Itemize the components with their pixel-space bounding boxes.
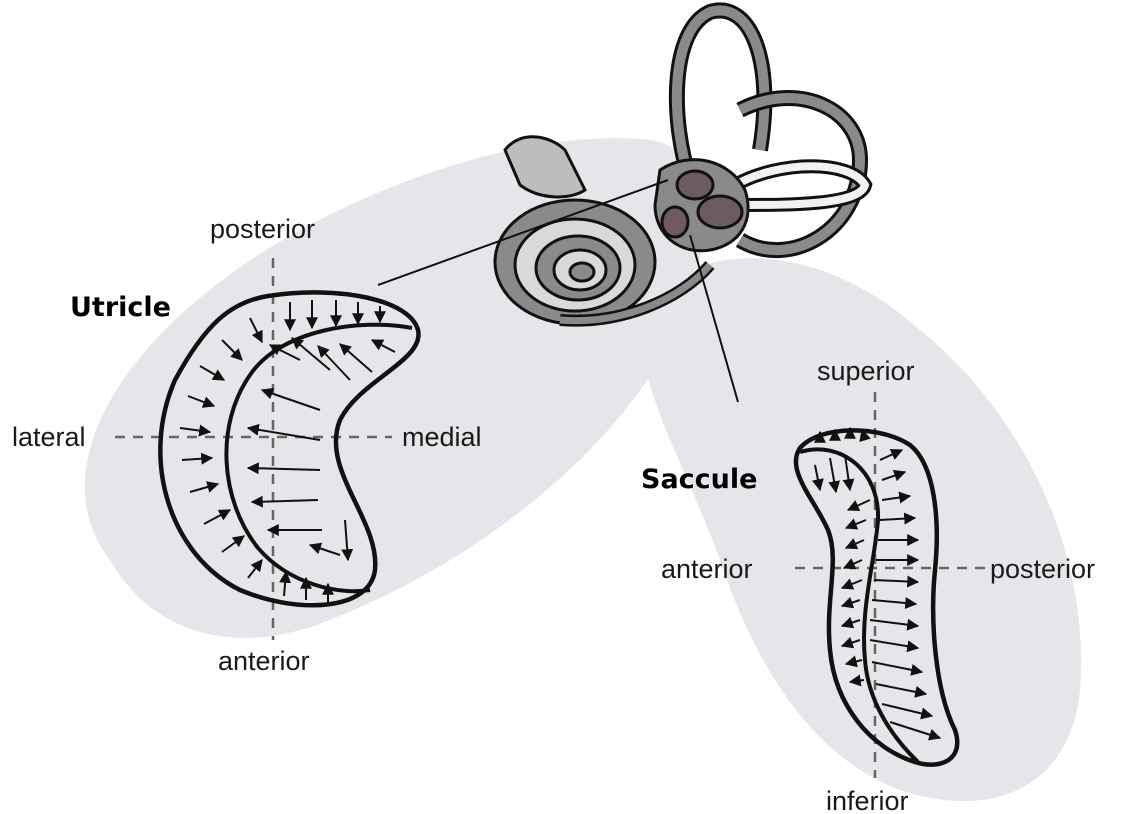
saccule-axis-posterior-label: posterior xyxy=(990,554,1095,584)
utricle-axis-medial-label: medial xyxy=(402,422,482,452)
utricle-title: Utricle xyxy=(70,292,171,323)
utricle-axis-anterior-label: anterior xyxy=(218,646,310,676)
saccule-axis-inferior-label: inferior xyxy=(826,786,909,814)
utricle-axis-lateral-label: lateral xyxy=(12,422,86,452)
saccule-background-blob xyxy=(642,258,1081,801)
saccule-title: Saccule xyxy=(641,464,757,495)
utricle-axis-posterior-label: posterior xyxy=(210,214,315,244)
saccule-axis-superior-label: superior xyxy=(817,356,915,386)
saccule-axis-anterior-label: anterior xyxy=(661,554,753,584)
